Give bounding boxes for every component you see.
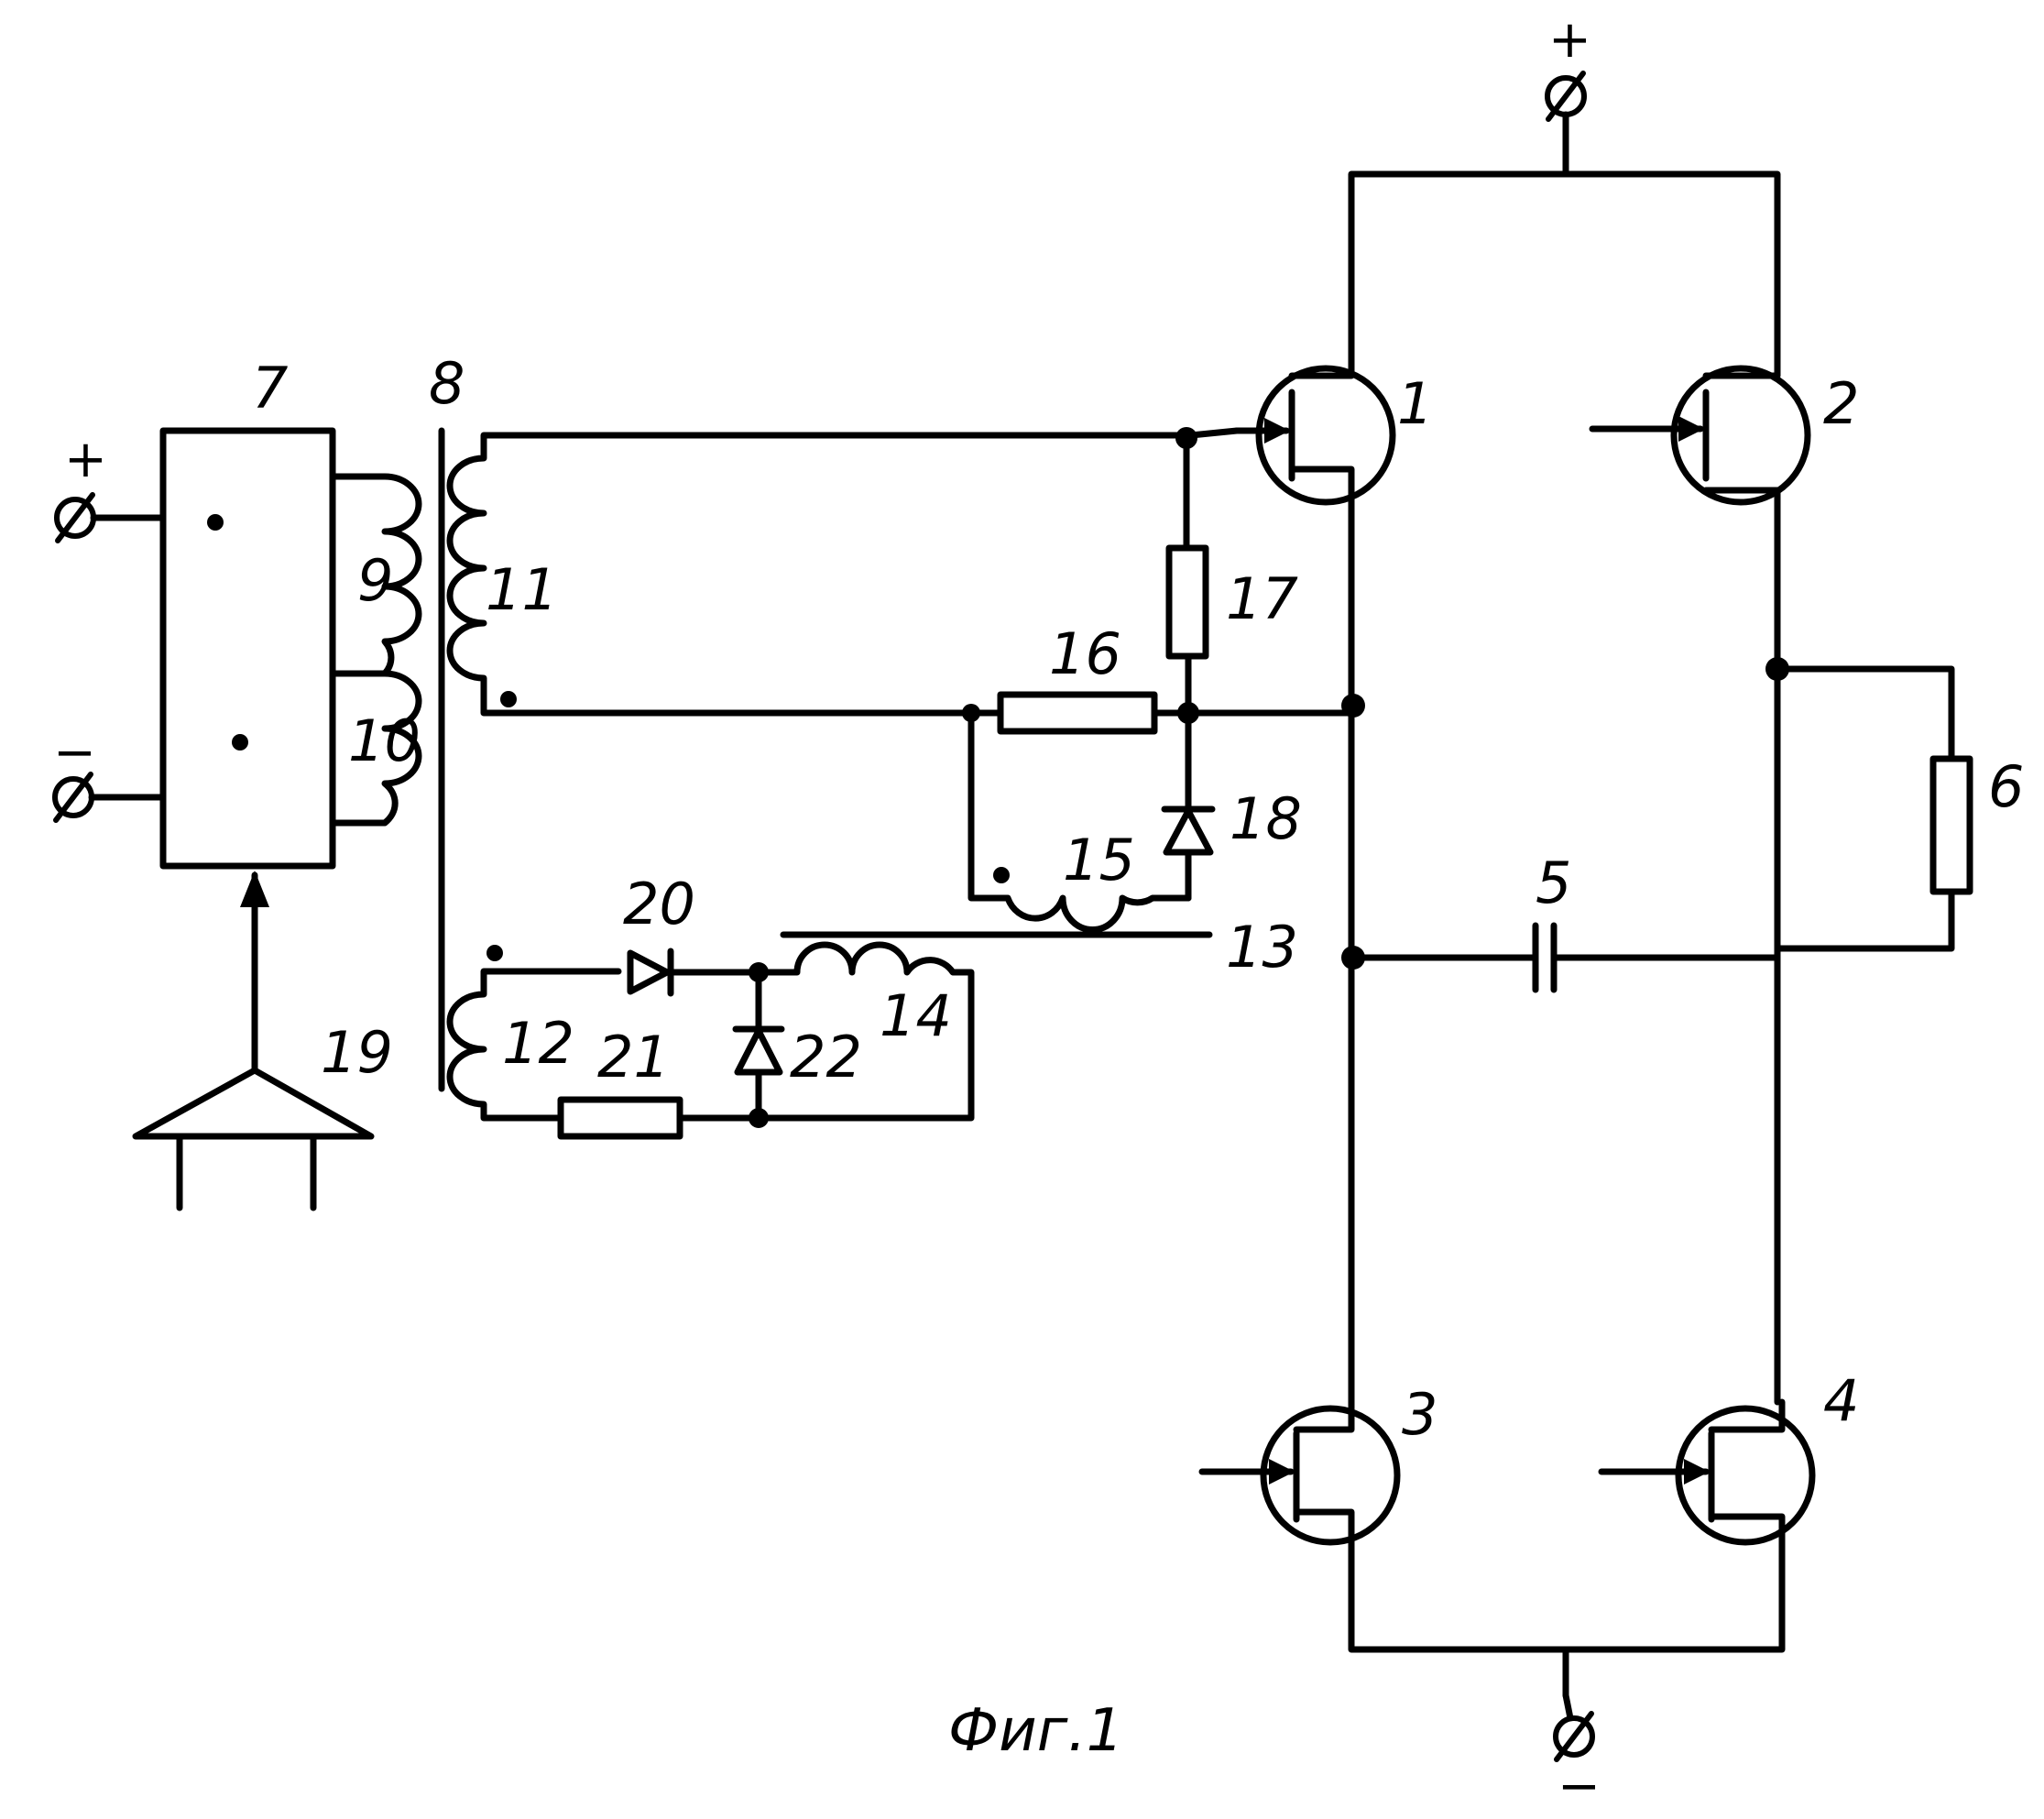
label-transistor-4: 4 [1823,1367,1859,1434]
supply-minus-sign: − [53,723,96,783]
gate-wire-1 [1191,431,1237,435]
label-resistor-21: 21 [597,1024,670,1090]
label-core-8: 8 [429,350,465,417]
load-resistor-6 [1777,669,1970,948]
label-winding-15: 15 [1063,827,1135,893]
junction-source-1 [1341,694,1365,718]
label-transistor-2: 2 [1823,370,1859,437]
diode-20 [630,951,759,993]
figure-caption: Фиг.1 [948,1697,1123,1765]
label-winding-12: 12 [502,1010,574,1077]
diode-18 [1164,713,1212,898]
winding-15 [971,713,1188,930]
resistor-17 [1169,438,1206,713]
capacitor-5 [1351,926,1777,990]
label-diode-20: 20 [623,871,695,937]
bridge-minus-sign: − [1558,1757,1601,1816]
label-diode-18: 18 [1230,785,1302,852]
junction-load [1765,657,1789,681]
junction-capacitor [1341,946,1365,970]
bridge-plus-sign: + [1548,10,1591,70]
label-diode-22: 22 [790,1024,862,1090]
transistor-3 [1202,1393,1397,1542]
resistor-21 [561,1100,759,1136]
diode-22 [736,972,782,1118]
supply-plus-terminal [57,495,163,541]
resistor-16 [971,695,1351,731]
label-winding-14: 14 [880,982,952,1049]
label-winding-11: 11 [486,556,558,623]
label-unit-7: 7 [252,355,288,422]
label-winding-13: 13 [1226,914,1298,981]
label-generator-19: 19 [321,1019,393,1086]
transistor-2 [1592,367,1808,502]
transistor-1 [1237,362,1393,502]
bridge-plus-terminal [1547,73,1584,128]
label-resistor-16: 16 [1049,620,1121,687]
control-unit-7 [163,431,333,866]
label-capacitor-5: 5 [1536,849,1571,916]
transistor-4 [1601,1402,1812,1542]
label-winding-10: 10 [348,707,421,774]
label-transistor-3: 3 [1402,1381,1437,1448]
label-resistor-6: 6 [1988,753,2024,820]
label-resistor-17: 17 [1226,565,1298,632]
supply-plus-sign: + [64,430,107,489]
label-transistor-1: 1 [1397,370,1433,437]
bridge-minus-terminal [1556,1695,1592,1759]
label-winding-9: 9 [357,547,393,614]
